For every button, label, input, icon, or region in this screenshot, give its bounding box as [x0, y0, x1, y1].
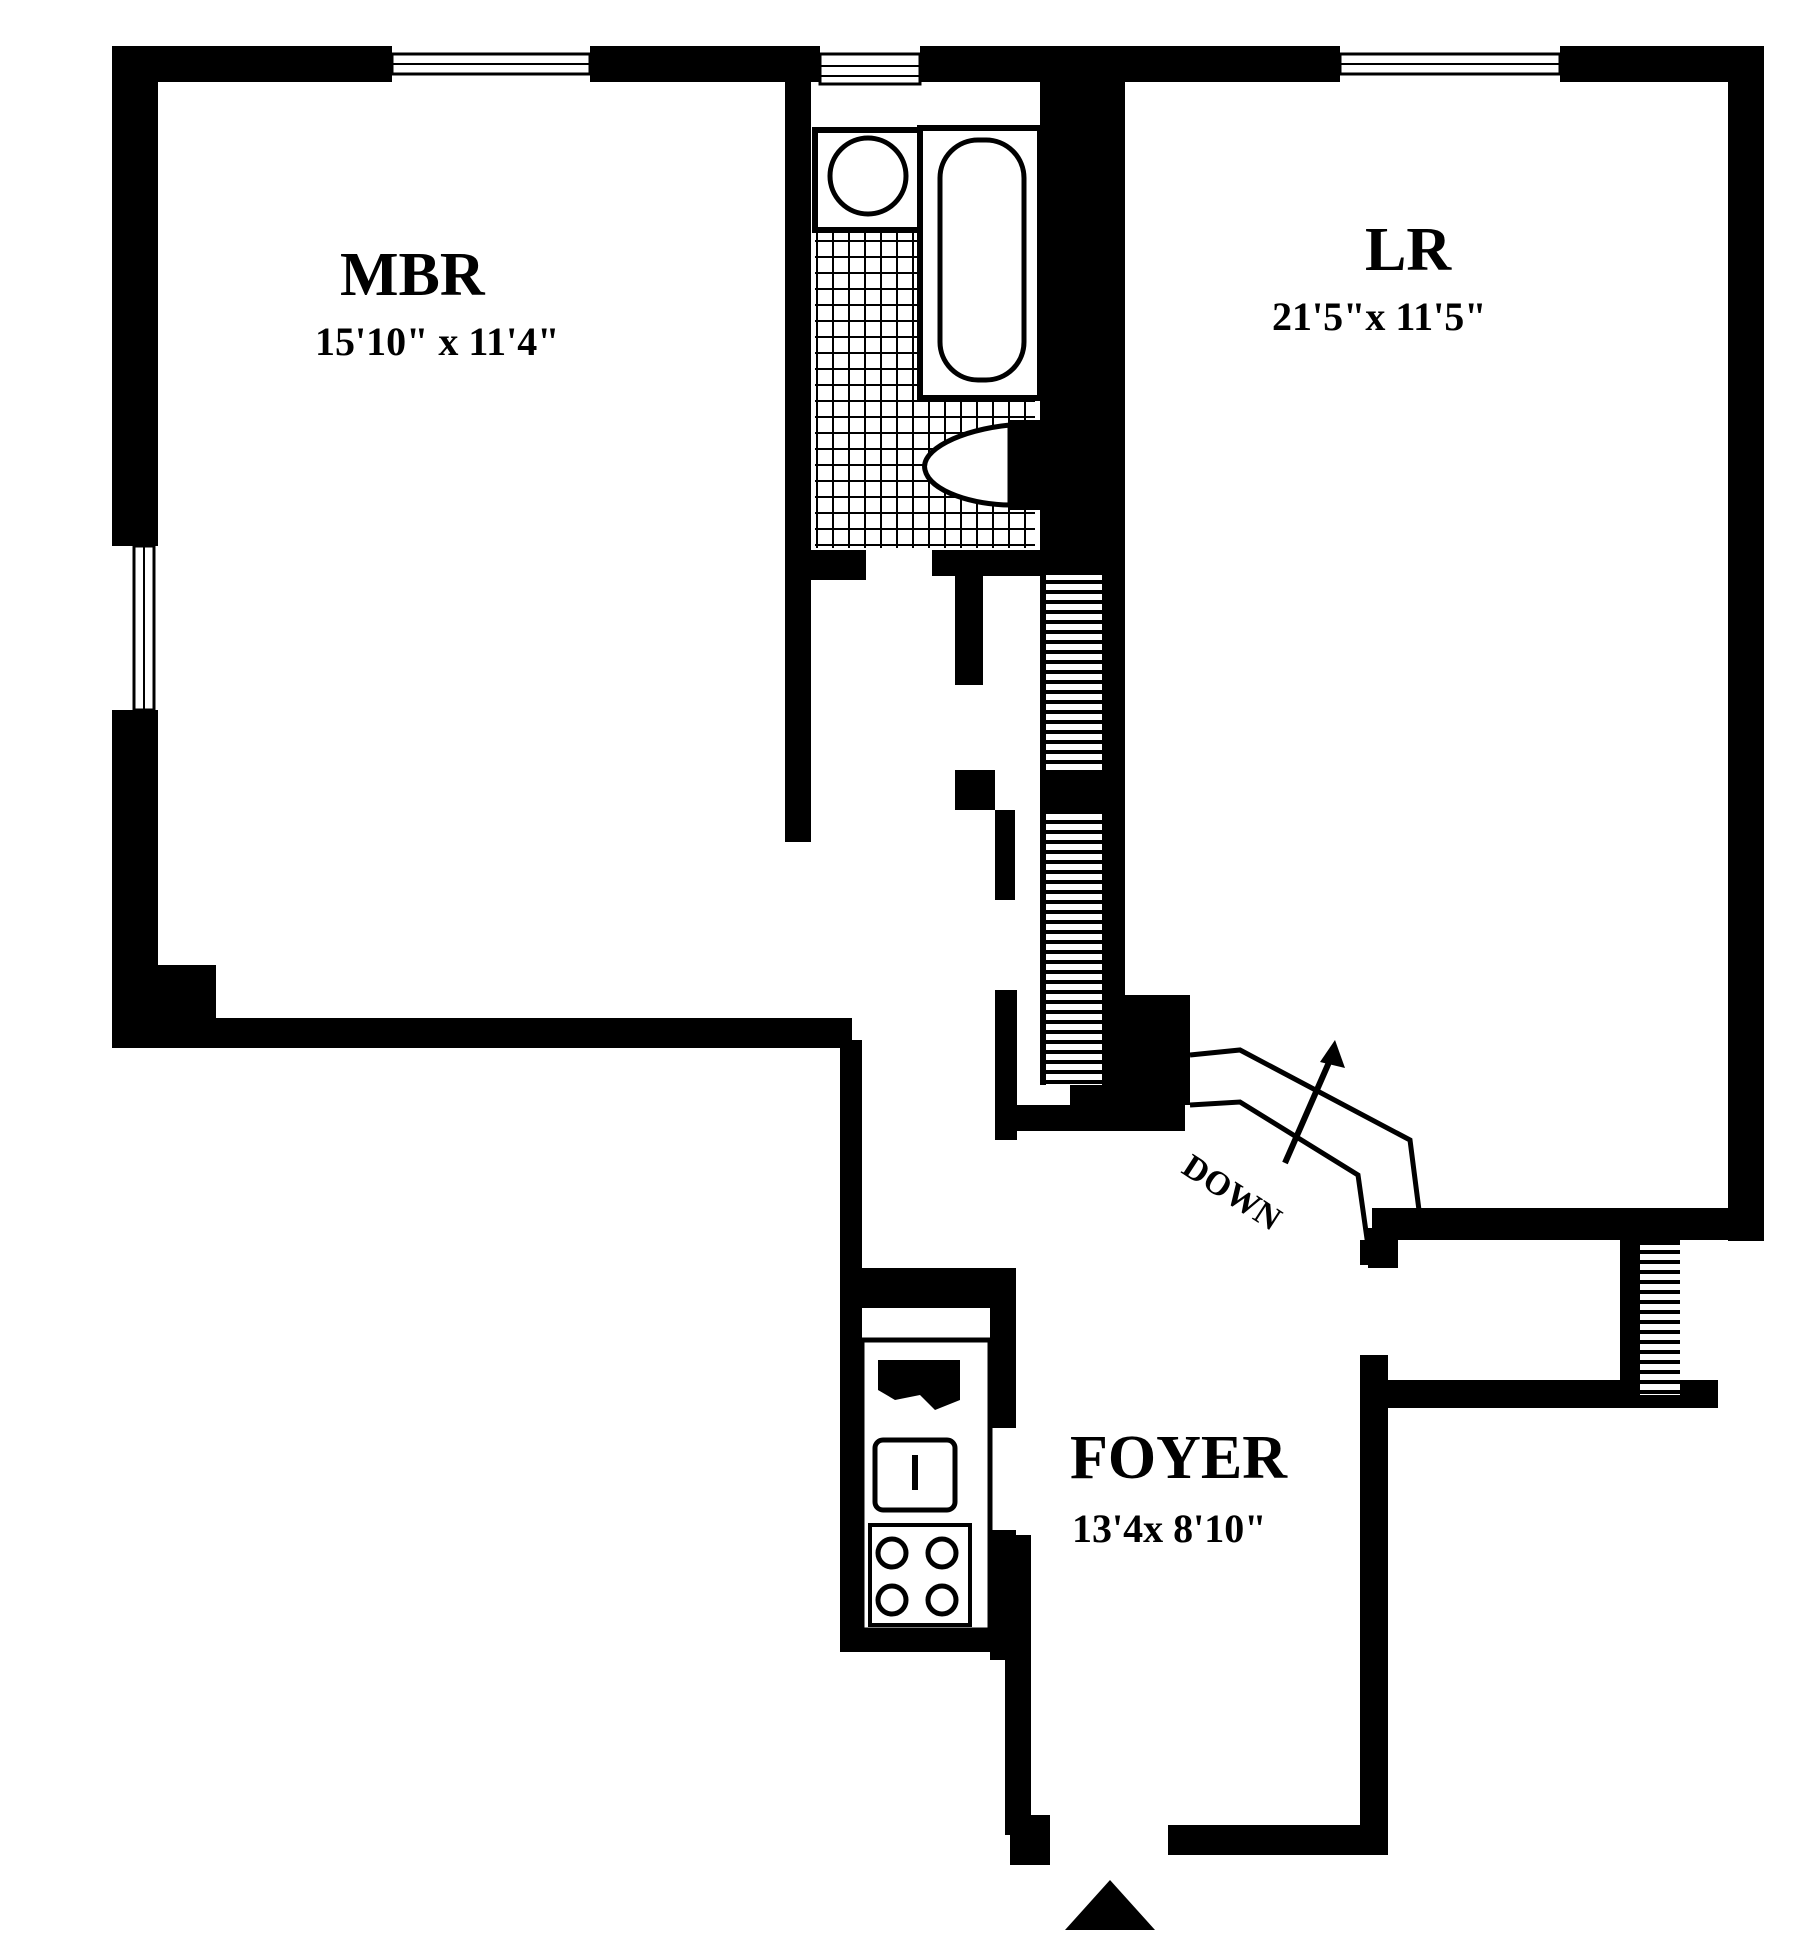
lr-dimensions-label: 21'5"x 11'5": [1272, 294, 1486, 339]
sink-icon: [872, 1437, 958, 1513]
kitchen: [859, 1337, 993, 1633]
bath-floor-tile-upper: [815, 230, 915, 320]
closet-hatch-right: [1640, 1245, 1680, 1395]
windows: [132, 52, 1562, 712]
burner-icon: [868, 1523, 972, 1627]
bathroom: [812, 125, 1043, 548]
foyer-room-label: FOYER: [1070, 1424, 1288, 1492]
stairs-down-label: DOWN: [1176, 1148, 1288, 1239]
closet-hatch-lower: [1040, 810, 1102, 1085]
arrow-up-icon: [1282, 1040, 1345, 1165]
sink-icon: [812, 127, 923, 233]
bathtub-icon: [917, 125, 1043, 401]
stairs: [1189, 1040, 1423, 1261]
closets: [1040, 575, 1680, 1395]
mbr-dimensions-label: 15'10" x 11'4": [315, 319, 559, 364]
mbr-room-label: MBR: [340, 241, 486, 309]
triangle-entry-icon: [1065, 1880, 1155, 1930]
lr-room-label: LR: [1365, 216, 1452, 284]
foyer-dimensions-label: 13'4x 8'10": [1072, 1506, 1266, 1551]
toilet-icon: [922, 420, 1040, 510]
closet-hatch-upper: [1040, 575, 1102, 770]
